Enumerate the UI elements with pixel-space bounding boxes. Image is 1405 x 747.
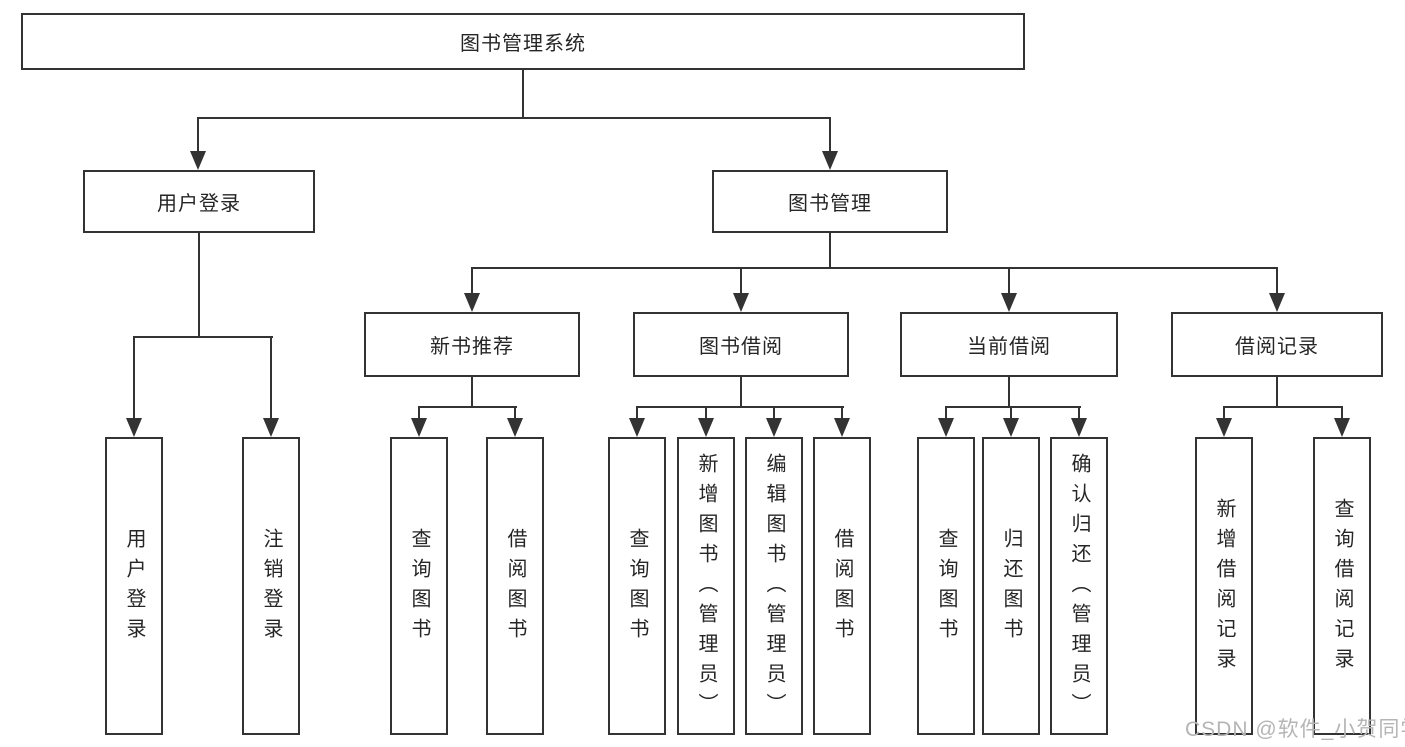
leaf-confirm-return-admin: 确认归还（管理员） — [1050, 437, 1108, 735]
node-user-login: 用户登录 — [83, 170, 315, 233]
leaf-query-book-recommend: 查询图书 — [390, 437, 448, 735]
connector-to-current-borrowing — [1008, 267, 1010, 295]
watermark: CSDN @软件_小贺同学 — [1185, 718, 1405, 741]
connector-user-login-split — [133, 336, 273, 338]
arrow-down-bb-leaf4 — [834, 418, 850, 437]
connector-nb-leaf2 — [514, 406, 516, 420]
connector-to-user-login — [197, 117, 199, 152]
node-book-borrowing: 图书借阅 — [633, 312, 849, 377]
arrow-down-cb-leaf1 — [938, 418, 954, 437]
connector-bb-leaf4 — [841, 406, 843, 420]
connector-root-stem — [522, 70, 524, 118]
arrow-down-book-management — [822, 151, 838, 170]
leaf-logout: 注销登录 — [242, 437, 300, 735]
node-borrowing-records: 借阅记录 — [1171, 312, 1383, 377]
connector-br-leaf2 — [1341, 406, 1343, 420]
connector-current-borrowing-split — [945, 406, 1081, 408]
connector-current-borrowing-stem — [1008, 377, 1010, 408]
arrow-down-nb-leaf1 — [411, 418, 427, 437]
connector-cb-leaf3 — [1078, 406, 1080, 420]
connector-root-split — [197, 117, 831, 119]
leaf-add-book-admin: 新增图书（管理员） — [677, 437, 735, 735]
connector-to-borrowing-records — [1276, 267, 1278, 295]
connector-cb-leaf2 — [1010, 406, 1012, 420]
leaf-user-login: 用户登录 — [105, 437, 163, 735]
arrow-down-br-leaf1 — [1216, 418, 1232, 437]
arrow-down-book-borrowing — [733, 293, 749, 312]
connector-bb-leaf3 — [773, 406, 775, 420]
arrow-down-new-book — [464, 293, 480, 312]
connector-book-management-split — [471, 267, 1278, 269]
connector-user-login-stem — [198, 233, 200, 338]
connector-to-logout-leaf — [270, 336, 272, 420]
node-new-book-recommend: 新书推荐 — [364, 312, 580, 377]
leaf-edit-book-admin: 编辑图书（管理员） — [745, 437, 803, 735]
connector-bb-leaf2 — [705, 406, 707, 420]
connector-bb-leaf1 — [636, 406, 638, 420]
connector-borrowing-records-split — [1223, 406, 1343, 408]
node-book-management: 图书管理 — [712, 170, 948, 233]
arrow-down-logout-leaf — [263, 418, 279, 437]
leaf-borrow-book-recommend: 借阅图书 — [486, 437, 544, 735]
leaf-add-borrow-record: 新增借阅记录 — [1195, 437, 1253, 735]
connector-new-book-split — [418, 406, 517, 408]
node-current-borrowing: 当前借阅 — [900, 312, 1118, 377]
connector-book-borrowing-stem — [740, 377, 742, 408]
connector-book-borrowing-split — [636, 406, 844, 408]
arrow-down-bb-leaf3 — [766, 418, 782, 437]
arrow-down-cb-leaf2 — [1003, 418, 1019, 437]
arrow-down-bb-leaf2 — [698, 418, 714, 437]
connector-new-book-stem — [471, 377, 473, 408]
connector-book-management-stem — [829, 233, 831, 269]
connector-to-book-management — [829, 117, 831, 152]
arrow-down-current-borrowing — [1001, 293, 1017, 312]
leaf-query-borrow-record: 查询借阅记录 — [1313, 437, 1371, 735]
arrow-down-login-leaf — [126, 418, 142, 437]
arrow-down-user-login — [190, 151, 206, 170]
leaf-query-book-current: 查询图书 — [917, 437, 975, 735]
leaf-return-book: 归还图书 — [982, 437, 1040, 735]
leaf-query-book-borrowing: 查询图书 — [608, 437, 666, 735]
arrow-down-borrowing-records — [1269, 293, 1285, 312]
connector-nb-leaf1 — [418, 406, 420, 420]
arrow-down-nb-leaf2 — [507, 418, 523, 437]
node-library-management-system: 图书管理系统 — [21, 13, 1025, 70]
arrow-down-cb-leaf3 — [1071, 418, 1087, 437]
leaf-borrow-book: 借阅图书 — [813, 437, 871, 735]
connector-cb-leaf1 — [945, 406, 947, 420]
arrow-down-bb-leaf1 — [629, 418, 645, 437]
connector-borrowing-records-stem — [1276, 377, 1278, 408]
connector-br-leaf1 — [1223, 406, 1225, 420]
arrow-down-br-leaf2 — [1334, 418, 1350, 437]
connector-to-new-book — [471, 267, 473, 295]
connector-to-book-borrowing — [740, 267, 742, 295]
connector-to-login-leaf — [133, 336, 135, 420]
